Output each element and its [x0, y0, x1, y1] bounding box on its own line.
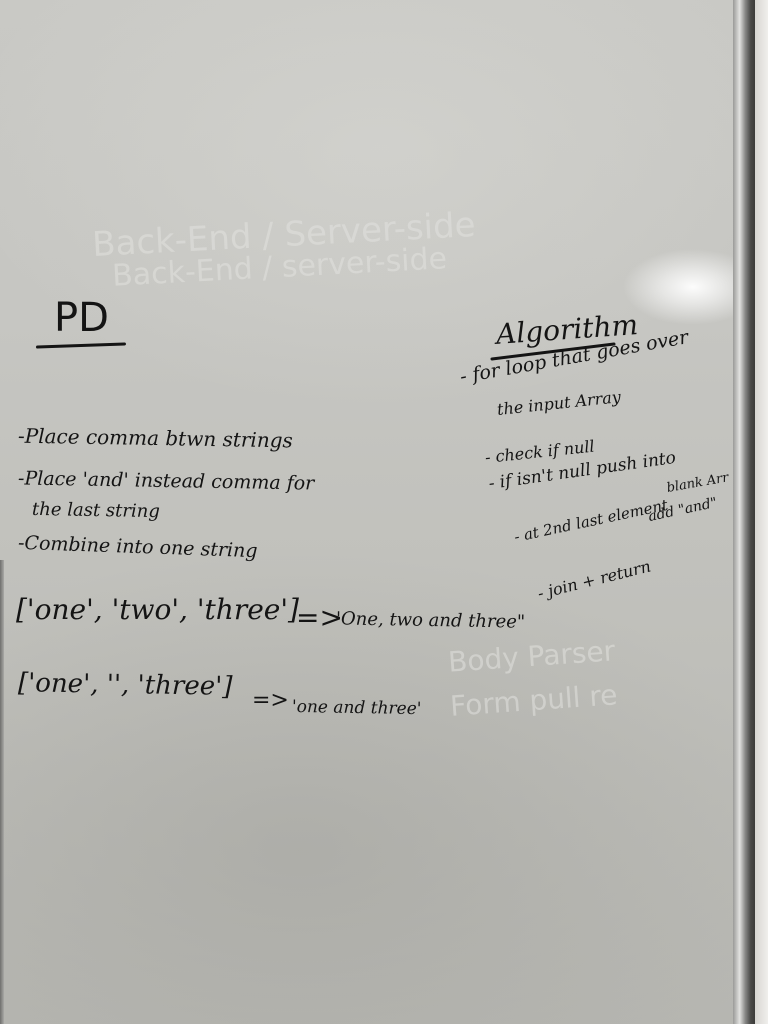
example-arrow: =>: [296, 601, 343, 634]
bullet-text: -Place 'and' instead comma for: [17, 467, 315, 495]
whiteboard-surface: [0, 0, 742, 1024]
example-input: ['one', 'two', 'three']: [16, 593, 299, 626]
bullet-text: the last string: [31, 498, 161, 523]
wall: [755, 0, 768, 1024]
example-arrow: =>: [252, 688, 289, 713]
example-output: 'One, two and three": [335, 608, 526, 633]
example-output: 'one and three': [291, 696, 422, 720]
bullet-text: -Place comma btwn strings: [17, 423, 293, 453]
whiteboard-frame-right: [733, 0, 755, 1024]
whiteboard-frame-left: [0, 560, 4, 1024]
pd-heading: PD: [54, 295, 109, 341]
example-input: ['one', '', 'three']: [17, 668, 233, 702]
